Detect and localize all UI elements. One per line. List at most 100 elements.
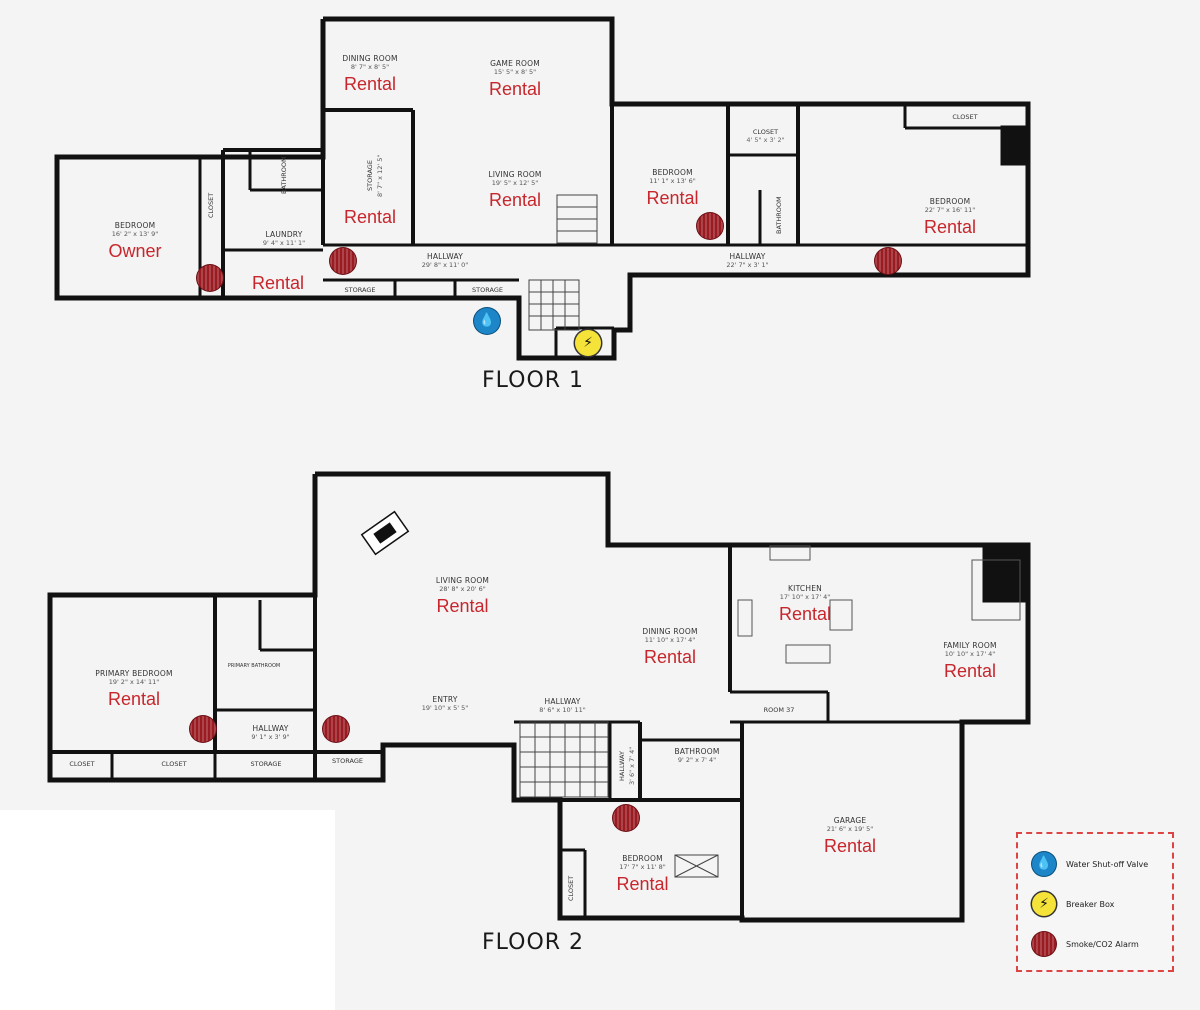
occupancy-tag: Rental [823,836,877,857]
room-primary-f2: PRIMARY BEDROOM 19' 2" x 14' 11" Rental [75,669,193,710]
room-dimension: 3' 6" x 7' 4" [628,746,636,786]
room-name: BATHROOM [674,747,720,756]
room-name: BEDROOM [622,854,663,863]
closet2-f2: CLOSET [140,760,208,768]
room-dimension: 17' 7" x 11' 8" [619,862,666,871]
room-laundry-tag-f1: Rental [238,270,318,294]
smoke-alarm-icon [197,265,223,291]
room-dimension: 19' 2" x 14' 11" [108,677,160,686]
room-living-f2: LIVING ROOM 28' 8" x 20' 6" Rental [405,576,520,617]
room-hallway1-f1: HALLWAY 29' 8" x 11' 0" [400,252,490,269]
room-name: CLOSET [952,113,978,121]
room-name: STORAGE [250,760,282,768]
room-name: BATHROOM [775,196,783,234]
legend-label: Water Shut-off Valve [1066,859,1149,869]
room-family-f2: FAMILY ROOM 10' 10" x 17' 4" Rental [925,641,1015,682]
room-bedroom-mid-f1: BEDROOM 11' 1" x 13' 6" Rental [630,168,715,209]
lightning-icon: ⚡ [575,330,601,356]
storage-small-2-f1: STORAGE [460,286,515,294]
occupancy-tag: Rental [616,874,669,895]
room-kitchen-f2: KITCHEN 17' 10" x 17' 4" Rental [760,584,850,625]
room-hallway-vert-f2: HALLWAY [618,740,626,792]
legend-item-water: 💧 Water Shut-off Valve [1032,852,1148,876]
room-dimension: 8' 7" x 8' 5" [350,62,390,71]
room-dimension: 22' 7" x 3' 1" [726,260,769,269]
room-dimension: 16' 2" x 13' 9" [111,229,159,238]
room-name: CLOSET [752,128,779,136]
occupancy-tag: Rental [488,79,542,100]
room-dimension: 11' 10" x 17' 4" [644,635,696,644]
room-name: LIVING ROOM [488,170,542,179]
lightning-icon: ⚡ [1032,892,1056,916]
primary-bathroom-f2: PRIMARY BATHROOM [222,663,286,669]
room-name: BEDROOM [114,221,156,230]
blank-region [0,810,335,1010]
room-name: BEDROOM [929,197,971,206]
bathroom-left-f1: BATHROOM [280,155,288,195]
room-name: PRIMARY BATHROOM [227,663,281,669]
room-name: CLOSET [567,875,575,901]
smoke-alarm-icon [875,248,901,274]
room-name: PRIMARY BEDROOM [95,669,173,678]
room-name: STORAGE [472,286,503,294]
closet-mid-f1: CLOSET 4' 5" x 3' 2" [738,128,793,144]
room-dimension: 19' 5" x 12' 5" [491,178,539,187]
room-name: KITCHEN [788,584,822,593]
occupancy-tag: Rental [488,190,542,211]
room-dim-storage-vertical: 8' 7" x 12' 5" [376,150,384,202]
room-name: HALLWAY [427,252,463,261]
room-hallway-vert-dim-f2: 3' 6" x 7' 4" [628,740,636,792]
room-name: HALLWAY [729,252,766,261]
room-bathroom-f2: BATHROOM 9' 2" x 7' 4" [662,747,732,764]
bathroom-right-f1: BATHROOM [775,190,783,240]
room-bedroom-f2: BEDROOM 17' 7" x 11' 8" Rental [600,854,685,895]
room-bedroom-owner-f1: BEDROOM 16' 2" x 13' 9" Owner [80,221,190,262]
room-name: STORAGE [366,160,374,192]
room-dimension: 28' 8" x 20' 6" [439,584,486,593]
room-name: CLOSET [207,192,215,218]
smoke-alarm-icon [1032,932,1056,956]
legend-item-breaker: ⚡ Breaker Box [1032,892,1114,916]
room-bedroom-right-f1: BEDROOM 22' 7" x 16' 11" Rental [900,197,1000,238]
occupancy-tag: Rental [343,207,397,227]
room-dimension: 9' 4" x 11' 1" [262,238,306,247]
closet1-f2: CLOSET [56,760,108,768]
occupancy-tag: Rental [107,689,161,710]
room-dimension: 4' 5" x 3' 2" [746,136,785,144]
storage1-f2: STORAGE [232,760,300,768]
storage-small-1-f1: STORAGE [330,286,390,294]
legend-label: Smoke/CO2 Alarm [1066,939,1139,949]
room-dimension: 9' 2" x 7' 4" [677,755,717,764]
room-dining-f2: DINING ROOM 11' 10" x 17' 4" Rental [625,627,715,668]
room-dimension: 15' 5" x 8' 5" [493,67,537,76]
room-dimension: 10' 10" x 17' 4" [944,649,996,658]
occupancy-tag: Owner [108,241,162,262]
legend: 💧 Water Shut-off Valve ⚡ Breaker Box Smo… [1016,832,1174,972]
room-name: BATHROOM [280,156,288,194]
room-hallway2-f1: HALLWAY 22' 7" x 3' 1" [705,252,790,269]
smoke-alarm-icon [697,213,723,239]
room-name: HALLWAY [544,697,581,706]
smoke-alarm-icon [190,716,216,742]
occupancy-tag: Rental [943,661,997,682]
room-name: GARAGE [833,816,867,825]
occupancy-tag: Rental [343,74,397,95]
room-dimension: 8' 6" x 10' 11" [539,705,586,714]
floor1-label: FLOOR 1 [482,368,585,393]
storage2-f2: STORAGE [320,757,375,765]
closet-right-f1: CLOSET [925,113,1005,121]
room-dimension: 9' 1" x 3' 9" [251,732,290,741]
room-name: BEDROOM [652,168,693,177]
room-dining-f1: DINING ROOM 8' 7" x 8' 5" Rental [326,54,414,95]
room-name: DINING ROOM [342,54,398,63]
room-name-storage-vertical: STORAGE [366,150,374,202]
occupancy-tag: Rental [778,604,832,625]
water-drop-icon: 💧 [1032,852,1056,876]
floor1-outline [54,16,1031,361]
room-name: CLOSET [69,760,95,768]
room-hallway-left-f2: HALLWAY 9' 1" x 3' 9" [238,724,303,741]
occupancy-tag: Rental [436,596,489,617]
room-name: STORAGE [344,286,376,294]
room-game-f1: GAME ROOM 15' 5" x 8' 5" Rental [455,59,575,100]
